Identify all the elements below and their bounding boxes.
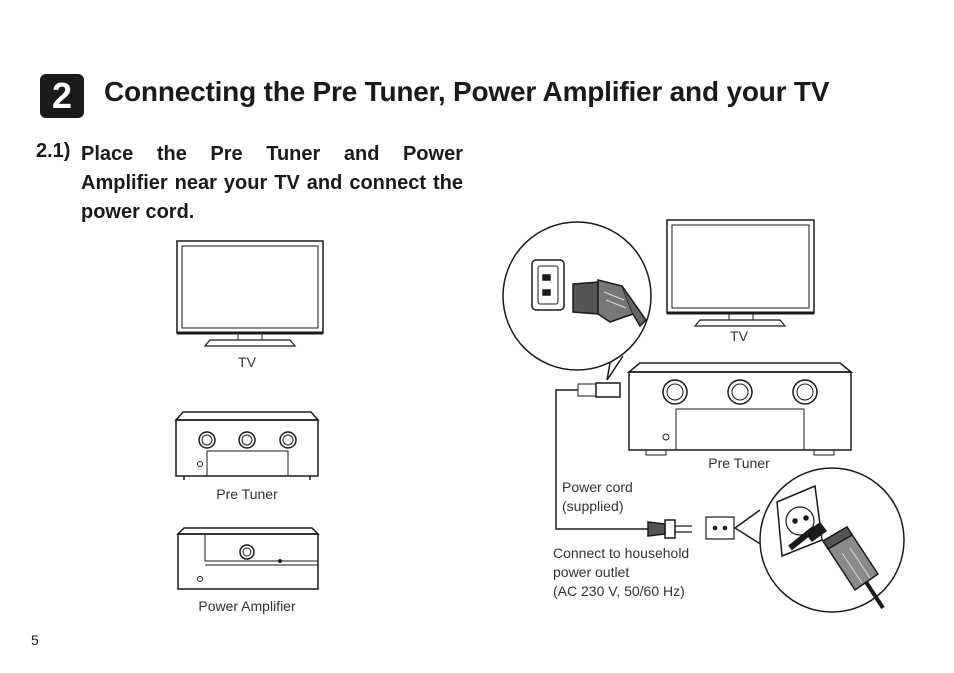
page-title: Connecting the Pre Tuner, Power Amplifie… xyxy=(104,76,830,107)
tv-caption-right: TV xyxy=(730,328,748,344)
pre-tuner-caption-left: Pre Tuner xyxy=(216,486,278,502)
pre-tuner-illustration-left xyxy=(174,411,320,480)
power-cord-caption: Power cord (supplied) xyxy=(562,479,633,514)
wall-outlet-zoom-circle xyxy=(733,467,905,613)
tv-caption-left: TV xyxy=(238,354,256,370)
power-outlet-caption: Connect to household power outlet (AC 23… xyxy=(553,545,690,599)
page-number: 5 xyxy=(31,632,39,648)
tv-illustration-left xyxy=(176,240,324,347)
pre-tuner-caption-right: Pre Tuner xyxy=(708,455,770,471)
step-number-badge: 2 xyxy=(40,74,84,118)
power-amplifier-illustration-left xyxy=(176,527,320,590)
tv-illustration-right xyxy=(666,219,815,327)
power-amplifier-caption: Power Amplifier xyxy=(198,598,296,614)
substep-instruction: Place the Pre Tuner and Power Amplifier … xyxy=(81,143,463,223)
pre-tuner-illustration-right xyxy=(626,362,854,456)
power-cord xyxy=(555,382,735,540)
substep-number: 2.1) xyxy=(36,140,71,162)
power-inlet-zoom-circle xyxy=(502,221,652,381)
